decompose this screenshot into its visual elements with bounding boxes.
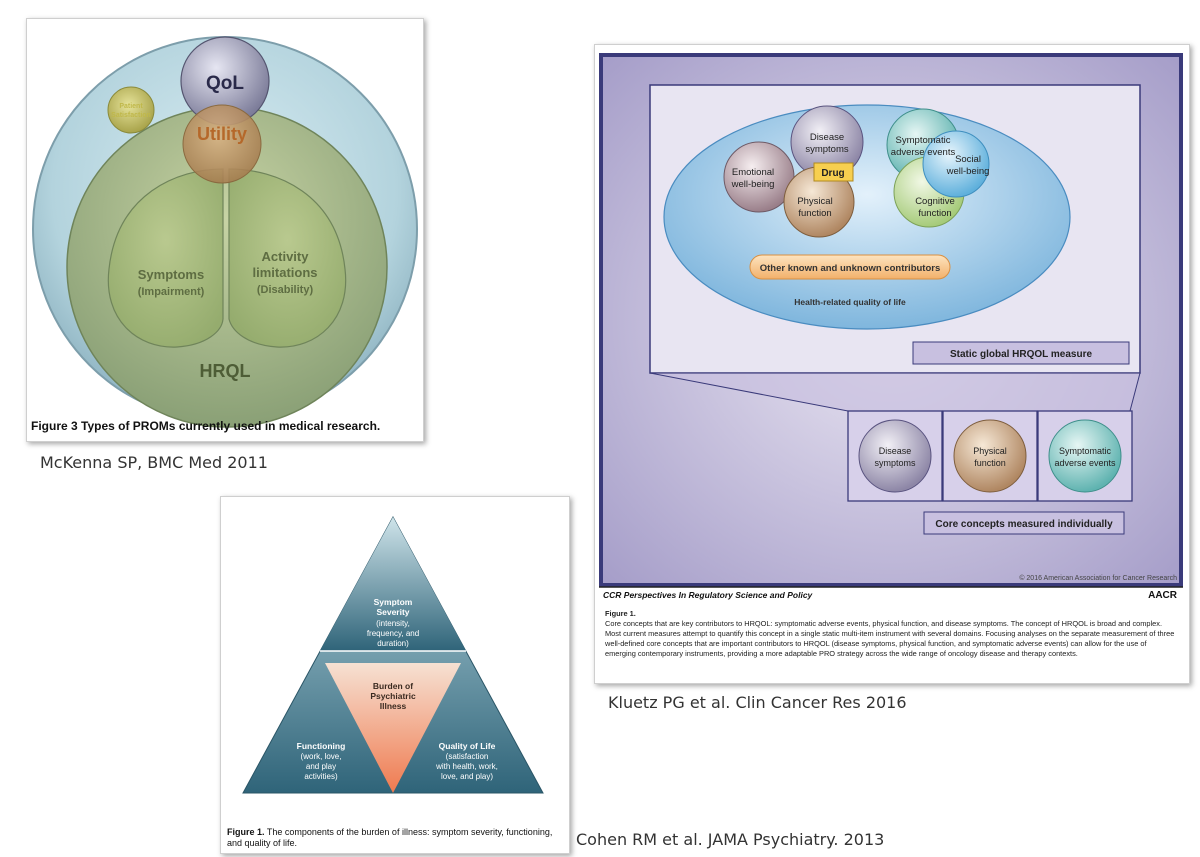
functioning-label-4: activities) (304, 772, 338, 781)
aacr-logo: AACR (1148, 590, 1178, 601)
cognitive-label-2: function (918, 208, 951, 219)
cohen-figure-panel: Symptom Severity (intensity, frequency, … (220, 496, 570, 854)
limitations-label: limitations (252, 265, 317, 280)
other-contributors-label: Other known and unknown contributors (760, 263, 941, 274)
series-label: CCR Perspectives In Regulatory Science a… (603, 590, 814, 600)
core-concepts-label: Core concepts measured individually (935, 519, 1113, 530)
burden-label-3: Illness (380, 701, 407, 711)
cohen-credit: Cohen RM et al. JAMA Psychiatry. 2013 (576, 830, 885, 849)
box-disease-label-1: Disease (879, 446, 912, 456)
cohen-diagram: Symptom Severity (intensity, frequency, … (242, 515, 544, 794)
other-contributors-pill (749, 254, 951, 280)
qol-label: QoL (206, 73, 244, 94)
symptoms-label: Symptoms (138, 267, 204, 282)
kluetz-credit: Kluetz PG et al. Clin Cancer Res 2016 (608, 693, 907, 712)
cognitive-label-1: Cognitive (915, 196, 955, 207)
symptomatic-label-2: adverse events (891, 147, 956, 158)
functioning-label-2: (work, love, (301, 752, 342, 761)
burden-label-1: Burden of (373, 681, 413, 691)
box-physical-circle (953, 419, 1027, 493)
kluetz-figure-panel: Disease symptoms Symptomatic adverse eve… (594, 44, 1190, 684)
burden-inverted-triangle (325, 663, 461, 793)
activity-label: Activity (262, 249, 310, 264)
symptom-severity-section (320, 517, 466, 651)
social-label-1: Social (955, 154, 981, 165)
static-global-label: Static global HRQOL measure (950, 349, 1093, 360)
disease-label-1: Disease (810, 132, 844, 143)
emotional-label-2: well-being (731, 179, 775, 190)
patient-satisfaction-label-2: Satisfaction (111, 112, 151, 119)
box-physical-label-1: Physical (973, 446, 1007, 456)
severity-label-2: Severity (376, 607, 409, 617)
functioning-label-1: Functioning (297, 741, 346, 751)
disability-label: (Disability) (257, 284, 314, 296)
cohen-caption-label: Figure 1. (227, 827, 265, 837)
severity-label-3: (intensity, (376, 619, 410, 628)
box-symptomatic-circle (1048, 419, 1122, 493)
severity-label-1: Symptom (374, 597, 413, 607)
activity-lobe (228, 168, 347, 348)
hrql-label: HRQL (200, 361, 251, 381)
cohen-caption-text: The components of the burden of illness:… (227, 827, 553, 848)
kluetz-caption-body: Core concepts that are key contributors … (605, 619, 1175, 658)
mckenna-caption: Figure 3 Types of PROMs currently used i… (31, 419, 380, 433)
burden-label-2: Psychiatric (370, 691, 416, 701)
kluetz-caption: Figure 1. Core concepts that are key con… (605, 609, 1179, 659)
utility-circle (182, 104, 262, 184)
qol-label-2: (satisfaction (446, 752, 489, 761)
symptoms-lobe (107, 168, 224, 348)
qol-label-3: with health, work, (435, 762, 498, 771)
static-global-box (912, 341, 1130, 365)
mckenna-caption-text: Types of PROMs currently used in medical… (77, 419, 381, 433)
drug-label: Drug (821, 168, 844, 179)
qol-label-1: Quality of Life (439, 741, 496, 751)
kluetz-caption-title: Figure 1. (605, 609, 636, 618)
functioning-label-3: and play (306, 762, 336, 771)
patient-satisfaction-label-1: Patient (119, 103, 143, 110)
mckenna-figure-panel: QoL Patient Satisfaction Utility Symptom… (26, 18, 424, 442)
cohen-caption: Figure 1. The components of the burden o… (227, 827, 557, 849)
kluetz-diagram: Disease symptoms Symptomatic adverse eve… (599, 53, 1183, 601)
mckenna-credit: McKenna SP, BMC Med 2011 (40, 453, 268, 472)
physical-label-2: function (798, 208, 831, 219)
impairment-label: (Impairment) (138, 286, 205, 298)
mckenna-caption-label: Figure 3 (31, 419, 78, 433)
box-symptomatic-label-2: adverse events (1054, 458, 1116, 468)
box-physical-label-2: function (974, 458, 1006, 468)
mckenna-diagram: QoL Patient Satisfaction Utility Symptom… (32, 36, 418, 428)
patient-satisfaction-circle (107, 86, 155, 134)
qol-label-4: love, and play) (441, 772, 493, 781)
copyright-label: © 2016 American Association for Cancer R… (1019, 574, 1177, 582)
symptomatic-label-1: Symptomatic (896, 135, 951, 146)
hrqol-label: Health-related quality of life (794, 297, 906, 307)
disease-label-2: symptoms (805, 144, 849, 155)
core-concepts-box (923, 511, 1125, 535)
drug-box (813, 162, 854, 182)
severity-label-5: duration) (377, 639, 409, 648)
box-disease-label-2: symptoms (874, 458, 916, 468)
physical-label-1: Physical (797, 196, 832, 207)
box-disease-circle (858, 419, 932, 493)
emotional-label-1: Emotional (732, 167, 774, 178)
severity-label-4: frequency, and (367, 629, 419, 638)
social-label-2: well-being (946, 166, 990, 177)
utility-label: Utility (197, 124, 247, 144)
box-symptomatic-label-1: Symptomatic (1059, 446, 1112, 456)
social-circle (922, 130, 990, 198)
hrqol-ellipse (663, 104, 1071, 330)
